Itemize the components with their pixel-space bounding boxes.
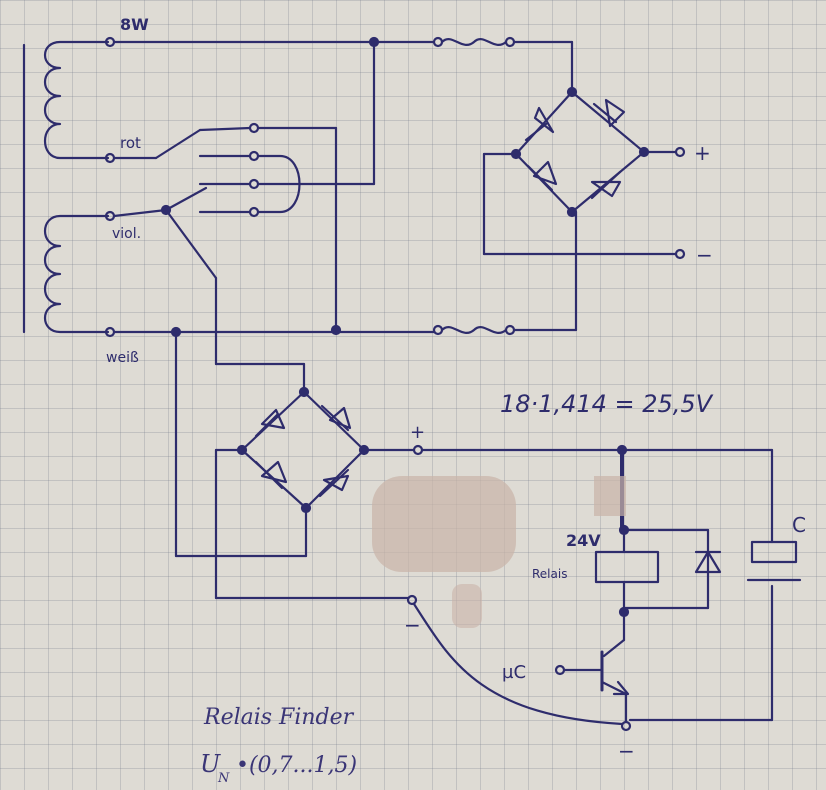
bridge2-diode-2 xyxy=(320,404,352,432)
transistor-emitter xyxy=(600,680,628,696)
label-relay-voltage: 24V xyxy=(566,531,601,550)
label-gnd-minus: − xyxy=(618,739,635,763)
transistor-collector xyxy=(602,638,626,658)
erased-area-3 xyxy=(452,584,482,628)
label-uc: µC xyxy=(502,662,526,683)
fuse-bottom xyxy=(440,326,508,334)
label-voltage-calc: 18·1,414 = 25,5V xyxy=(500,390,714,418)
wire-viol xyxy=(112,208,168,218)
switch-contact-wire-1 xyxy=(198,126,252,132)
fuse-bottom-terminal-right xyxy=(504,324,516,336)
bridge2-diode-3 xyxy=(254,460,288,490)
bridge2-outline xyxy=(240,390,366,510)
terminal-gnd xyxy=(620,720,632,732)
freewheel-diode xyxy=(694,550,722,574)
upper-winding xyxy=(44,40,110,160)
wire-viol-diag xyxy=(164,208,218,280)
capacitor-plate-top xyxy=(750,540,798,564)
label-8w: 8W xyxy=(120,15,149,34)
bridge2-node-top xyxy=(298,386,310,398)
bridge2-node-bottom xyxy=(300,502,312,514)
junction-top xyxy=(368,36,380,48)
fuse-bottom-terminal-left xyxy=(432,324,444,336)
node-relay-top xyxy=(616,444,628,456)
fuse-top xyxy=(440,38,508,46)
wire-minus-curve xyxy=(412,602,624,726)
relay-coil xyxy=(594,550,660,584)
label-viol: viol. xyxy=(112,226,141,242)
switch-contact-4 xyxy=(248,206,260,218)
junction-viol xyxy=(160,204,172,216)
bridge1-outline xyxy=(514,90,646,214)
label-capacitor: C xyxy=(792,513,806,537)
bridge1-diode-4 xyxy=(590,170,622,200)
label-out-minus: − xyxy=(696,243,713,267)
terminal-bridge2-plus xyxy=(412,444,424,456)
switch-contact-1 xyxy=(248,122,260,134)
terminal-out-plus xyxy=(674,146,686,158)
terminal-out-minus xyxy=(674,248,686,260)
note-relay-finder: Relais Finder xyxy=(203,705,355,730)
bridge1-node-top xyxy=(566,86,578,98)
label-weiss: weiß xyxy=(106,350,139,366)
bridge1-diode-1 xyxy=(524,106,555,142)
erased-area-1 xyxy=(372,476,516,572)
label-out-plus: + xyxy=(694,141,711,165)
bridge2-diode-1 xyxy=(254,408,286,438)
junction-bottom xyxy=(330,324,342,336)
switch-contact-2 xyxy=(248,150,260,162)
note-un-sub: N xyxy=(217,771,230,786)
bridge1-node-bottom xyxy=(566,206,578,218)
label-rot: rot xyxy=(120,134,141,152)
switch-contact-3 xyxy=(248,178,260,190)
note-un: U xyxy=(200,750,221,778)
label-relay: Relais xyxy=(532,567,567,581)
fuse-top-terminal-left xyxy=(432,36,444,48)
switch-viol-lever xyxy=(164,186,208,212)
label-bridge2-minus: − xyxy=(404,613,421,637)
bridge2-diode-4 xyxy=(318,468,350,498)
terminal-bridge2-minus xyxy=(406,594,418,606)
junction-weiss xyxy=(170,326,182,338)
label-bridge2-plus: + xyxy=(410,422,425,443)
switch-rot-lever xyxy=(154,128,202,160)
transistor-emitter-arrow xyxy=(612,680,630,696)
fuse-top-terminal-right xyxy=(504,36,516,48)
note-range: •(0,7...1,5) xyxy=(236,753,357,778)
lower-winding xyxy=(44,214,110,334)
bridge1-diode-3 xyxy=(526,160,558,192)
bridge1-diode-2 xyxy=(592,98,626,128)
terminal-uc xyxy=(554,664,566,676)
erased-area-2 xyxy=(594,476,626,516)
